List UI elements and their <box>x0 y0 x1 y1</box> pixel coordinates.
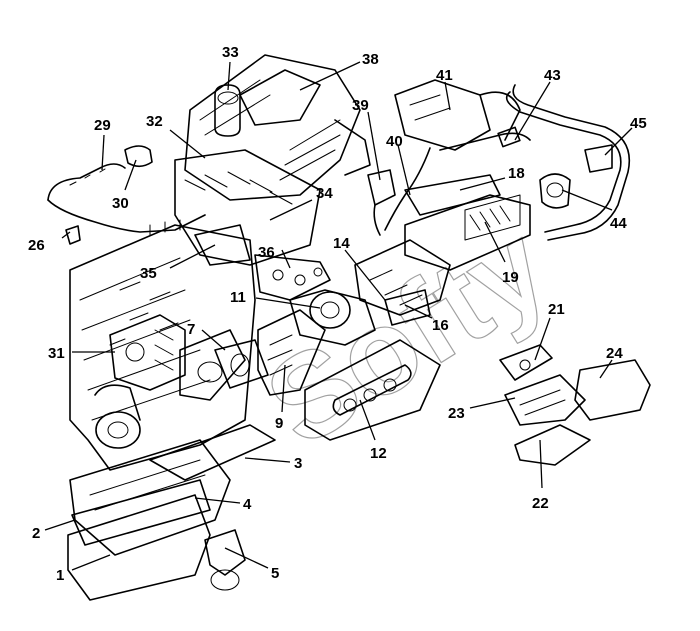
callout-4: 4 <box>243 496 252 513</box>
callout-35: 35 <box>140 265 157 282</box>
callout-38: 38 <box>362 51 379 68</box>
hose-40 <box>384 147 431 231</box>
lower-intake-manifold <box>174 149 321 266</box>
callout-19: 19 <box>502 269 519 286</box>
air-cleaner-19 <box>404 194 531 271</box>
callout-41: 41 <box>436 67 453 84</box>
pipe-22 <box>514 424 591 466</box>
component-31 <box>109 314 186 391</box>
sensor-30 <box>124 145 153 168</box>
callout-9: 9 <box>275 415 283 432</box>
callout-18: 18 <box>508 165 525 182</box>
gasket-21 <box>499 344 553 381</box>
cylinder-head-9 <box>257 309 326 396</box>
leader-lines <box>44 61 633 571</box>
sensor-39 <box>367 169 396 236</box>
callout-11: 11 <box>230 289 246 306</box>
callout-7: 7 <box>187 321 195 338</box>
callout-33: 33 <box>222 44 239 61</box>
gasket-7 <box>214 339 269 389</box>
exhaust-manifold-23 <box>504 374 586 426</box>
callout-39: 39 <box>352 97 369 114</box>
valve-component-11 <box>289 289 376 346</box>
oil-filter-5 <box>204 529 246 591</box>
callout-45: 45 <box>630 115 647 132</box>
callout-1: 1 <box>56 567 64 584</box>
tube-45 <box>505 84 630 241</box>
intake-plenum <box>184 54 371 201</box>
callout-36: 36 <box>258 244 275 261</box>
callout-24: 24 <box>606 345 623 362</box>
bracket-18 <box>404 174 501 216</box>
callout-12: 12 <box>370 445 387 462</box>
callout-22: 22 <box>532 495 549 512</box>
callout-23: 23 <box>448 405 465 422</box>
callout-14: 14 <box>333 235 350 252</box>
clip-26 <box>65 225 81 245</box>
callout-5: 5 <box>271 565 279 582</box>
callout-21: 21 <box>548 301 565 318</box>
callout-29: 29 <box>94 117 111 134</box>
throttle-body <box>214 84 241 137</box>
callout-32: 32 <box>146 113 163 130</box>
callout-16: 16 <box>432 317 449 334</box>
oil-pan-gasket-2 <box>71 479 211 546</box>
callout-26: 26 <box>28 237 45 254</box>
cylinder-head-12 <box>304 339 441 441</box>
watermark: Softy <box>244 199 570 472</box>
callout-31: 31 <box>48 345 65 362</box>
heat-shield-24 <box>574 359 651 421</box>
component-41 <box>394 79 521 151</box>
callout-34: 34 <box>316 185 333 202</box>
callout-labels: 1 2 3 4 5 7 9 11 12 14 16 18 19 21 22 23… <box>28 44 647 584</box>
callout-43: 43 <box>544 67 561 84</box>
gasket-16 <box>384 289 431 326</box>
vacuum-line-assembly <box>47 163 206 236</box>
callout-40: 40 <box>386 133 403 150</box>
gasket-3 <box>149 424 276 481</box>
callout-30: 30 <box>112 195 129 212</box>
manifold-14 <box>354 239 451 316</box>
intake-gasket <box>254 254 331 301</box>
callout-3: 3 <box>294 455 302 472</box>
tube-43 <box>439 126 531 151</box>
oil-pan-1 <box>67 494 211 601</box>
callout-44: 44 <box>610 215 627 232</box>
callout-2: 2 <box>32 525 40 542</box>
